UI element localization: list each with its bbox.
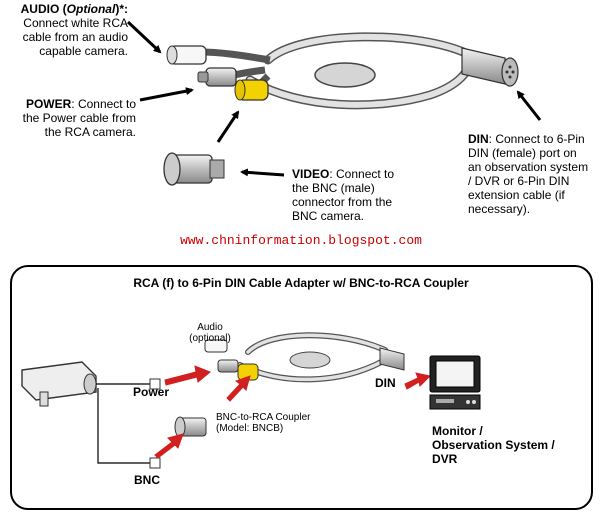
- red-arrows: [154, 365, 432, 459]
- audio-rca-small: [204, 339, 228, 353]
- panel-coupler-label: BNC-to-RCA Coupler (Model: BNCB): [216, 412, 346, 434]
- panel-power-label: Power: [133, 385, 170, 399]
- panel-din-label: DIN: [375, 376, 396, 390]
- video-line-3: BNC camera.: [292, 209, 365, 223]
- panel-audio-line-1: Audio: [197, 322, 223, 333]
- audio-callout: AUDIO (Optional)*: Connect white RCA cab…: [0, 2, 128, 58]
- power-term: POWER: [25, 97, 72, 111]
- audio-rca-connector: [166, 45, 271, 65]
- red-arrow-bnc: [154, 433, 184, 459]
- monitor-icon: [429, 355, 481, 410]
- power-plug-icon: [149, 378, 161, 390]
- audio-paren-open: (: [59, 2, 67, 16]
- power-line-2: the RCA camera.: [44, 125, 136, 139]
- red-arrow-din: [404, 372, 432, 390]
- cable-splitter: [314, 62, 376, 88]
- din-line-5: necessary).: [468, 202, 531, 216]
- audio-paren-close: )*:: [115, 2, 128, 16]
- video-term: VIDEO: [292, 167, 330, 181]
- panel-coupler-line-2: (Model: BNCB): [216, 423, 284, 434]
- din-term: DIN: [468, 132, 489, 146]
- audio-optional: Optional: [66, 2, 116, 16]
- din-line-3: / DVR or 6-Pin DIN: [468, 174, 570, 188]
- audio-line-3: capable camera.: [39, 44, 128, 58]
- din-callout: DIN: Connect to 6-Pin DIN (female) port …: [468, 132, 600, 216]
- watermark-url: www.chninformation.blogspot.com: [180, 233, 422, 248]
- power-callout: POWER: Connect to the Power cable from t…: [0, 97, 136, 139]
- din-connector: [461, 47, 519, 87]
- red-arrow-coupler: [226, 375, 251, 402]
- audio-line-1: Connect white RCA: [23, 16, 128, 30]
- bnc-coupler-small: [174, 416, 207, 438]
- panel-audio-label: Audio (optional): [180, 322, 240, 344]
- arrow-to-video: [216, 110, 240, 143]
- panel-audio-line-2: (optional): [189, 333, 231, 344]
- power-rest: : Connect to: [71, 97, 136, 111]
- bnc-plug-icon: [149, 457, 161, 469]
- din-line-2: an observation system: [468, 160, 589, 174]
- video-callout: VIDEO: Connect to the BNC (male) connect…: [292, 167, 422, 223]
- video-rest: : Connect to: [329, 167, 395, 181]
- red-arrow-power: [164, 365, 211, 386]
- din-line-1: DIN (female) port on: [468, 146, 577, 160]
- panel-monitor-line-2: Observation System /: [432, 438, 555, 452]
- video-line-2: connector from the: [292, 195, 393, 209]
- panel-bnc-label: BNC: [134, 473, 160, 487]
- arrow-to-din: [516, 90, 542, 121]
- panel-title: RCA (f) to 6-Pin DIN Cable Adapter w/ BN…: [133, 276, 469, 290]
- top-pointer-arrows: [126, 20, 542, 177]
- audio-term: AUDIO: [20, 2, 60, 16]
- panel-monitor-line-3: DVR: [432, 452, 458, 466]
- din-connector-small: [379, 347, 405, 371]
- power-line-1: the Power cable from: [22, 111, 136, 125]
- power-connector: [197, 66, 266, 87]
- panel-monitor-label: Monitor / Observation System / DVR: [432, 424, 582, 466]
- din-rest: : Connect to 6-Pin: [488, 132, 585, 146]
- panel-artwork: [21, 332, 481, 469]
- din-line-4: extension cable (if: [468, 188, 565, 202]
- arrow-to-audio: [126, 20, 162, 54]
- camera-icon: [21, 361, 97, 407]
- top-cable-assembly: [163, 32, 519, 186]
- audio-line-2: cable from an audio: [22, 30, 128, 44]
- bnc-coupler: [163, 152, 225, 186]
- panel-monitor-line-1: Monitor /: [432, 424, 483, 438]
- arrow-to-coupler: [240, 168, 285, 177]
- video-rca-connector: [234, 73, 271, 101]
- video-line-1: the BNC (male): [292, 181, 375, 195]
- panel-coupler-line-1: BNC-to-RCA Coupler: [216, 412, 311, 423]
- adapter-panel: [10, 265, 593, 510]
- arrow-to-power: [139, 87, 194, 102]
